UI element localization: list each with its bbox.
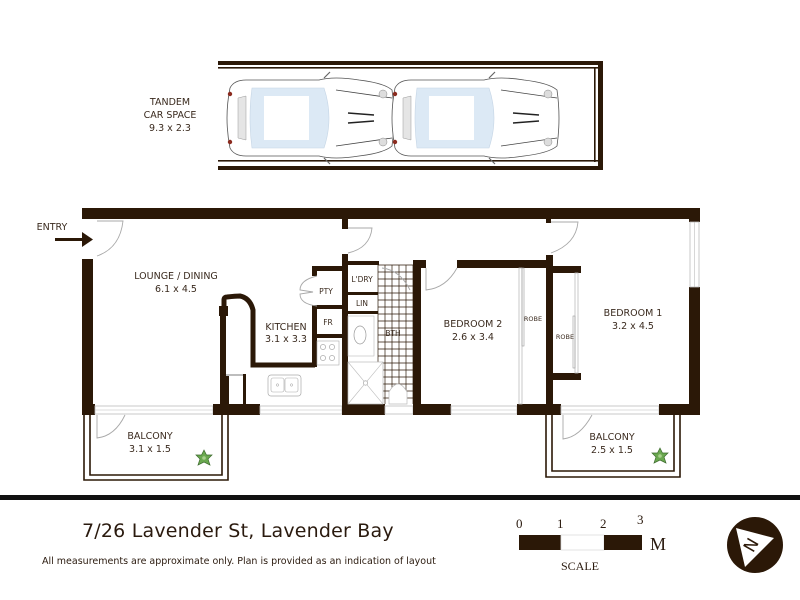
scale-tick-0: 0 xyxy=(516,516,523,531)
cooktop-icon xyxy=(316,340,340,366)
car-space-inner-line-top xyxy=(218,67,598,69)
kitchen-label: KITCHEN xyxy=(265,322,306,333)
scale-label: SCALE xyxy=(561,559,600,573)
kitchen-dims: 3.1 x 3.3 xyxy=(265,334,307,345)
car-icon xyxy=(226,71,395,165)
scale-tick-3: 3 xyxy=(637,512,644,527)
pantry-label: PTY xyxy=(319,287,333,296)
car-icon xyxy=(391,71,560,165)
robe1-sliding-door[interactable] xyxy=(574,272,579,374)
wall-kitchen-partition xyxy=(220,310,226,405)
room-labels: LOUNGE / DINING 6.1 x 4.5 KITCHEN 3.1 x … xyxy=(127,271,662,456)
laundry-label: L'DRY xyxy=(351,275,373,284)
laundry-hall-door[interactable] xyxy=(347,227,373,254)
robe2-sliding-door[interactable] xyxy=(518,267,523,405)
bedroom2-dims: 2.6 x 3.4 xyxy=(452,332,494,343)
balcony-left-label: BALCONY xyxy=(127,431,173,442)
bathroom-fixtures xyxy=(347,267,411,405)
car-space-wall-top xyxy=(218,61,603,65)
scale-bar xyxy=(519,534,642,551)
entry: ENTRY xyxy=(37,220,124,257)
balcony-right-dims: 2.5 x 1.5 xyxy=(591,445,633,456)
wall-right xyxy=(689,287,700,415)
bedroom1-door[interactable] xyxy=(550,221,579,254)
scale-tick-2: 2 xyxy=(600,516,607,531)
car-space-wall-bottom xyxy=(218,166,603,170)
balcony-left-door[interactable] xyxy=(96,414,126,439)
wall-left xyxy=(82,259,93,415)
sink-icon xyxy=(267,374,302,397)
bedroom2-label: BEDROOM 2 xyxy=(444,319,503,330)
footer-divider xyxy=(0,495,800,500)
lounge-dims: 6.1 x 4.5 xyxy=(155,284,197,295)
plant-icon xyxy=(195,449,213,466)
car-space-inner-line-bottom xyxy=(218,160,598,162)
entry-arrow-icon xyxy=(55,232,93,247)
bathroom-tiles xyxy=(377,264,414,404)
balcony-right xyxy=(545,414,681,478)
wall-central xyxy=(342,254,348,414)
scale-unit: M xyxy=(650,534,667,554)
lounge-label: LOUNGE / DINING xyxy=(134,271,218,282)
car-space-label-line1: TANDEM xyxy=(149,97,190,108)
car-space-dims: 9.3 x 2.3 xyxy=(149,123,191,134)
robe1-label: ROBE xyxy=(556,333,574,341)
plant-icon xyxy=(651,447,669,464)
bedroom1-dims: 3.2 x 4.5 xyxy=(612,321,654,332)
car-space: TANDEM CAR SPACE 9.3 x 2.3 xyxy=(144,61,603,170)
walls xyxy=(82,208,700,415)
disclaimer: All measurements are approximate only. P… xyxy=(42,556,436,567)
basin-icon xyxy=(353,325,367,345)
north-arrow-icon: N xyxy=(727,517,783,573)
wall-bath-bedroom2 xyxy=(413,260,421,415)
wall-top xyxy=(82,208,700,219)
balcony-left xyxy=(83,414,229,481)
toilet-icon xyxy=(388,383,408,405)
robe2-label: ROBE xyxy=(524,315,542,323)
wall-bedroom1-bedroom2 xyxy=(546,255,553,415)
entry-door[interactable] xyxy=(96,220,124,257)
linen-label: LIN xyxy=(356,299,368,308)
wall-bedroom2-top xyxy=(457,260,551,268)
kitchen-fixtures xyxy=(267,340,340,397)
pantry-door[interactable] xyxy=(299,275,318,307)
bedroom1-label: BEDROOM 1 xyxy=(604,308,663,319)
car-space-label-line2: CAR SPACE xyxy=(144,110,197,121)
fridge-label: FR xyxy=(323,318,333,327)
bath-label: BTH xyxy=(385,329,400,338)
scale-tick-1: 1 xyxy=(557,516,564,531)
car-space-inner-line-end xyxy=(594,67,596,162)
property-address: 7/26 Lavender St, Lavender Bay xyxy=(82,520,394,542)
balcony-left-dims: 3.1 x 1.5 xyxy=(129,444,171,455)
car-space-wall-end xyxy=(598,61,603,170)
bedroom2-door[interactable] xyxy=(425,267,458,291)
entry-label: ENTRY xyxy=(37,222,68,233)
balcony-right-door[interactable] xyxy=(562,414,593,440)
balcony-right-label: BALCONY xyxy=(589,432,635,443)
